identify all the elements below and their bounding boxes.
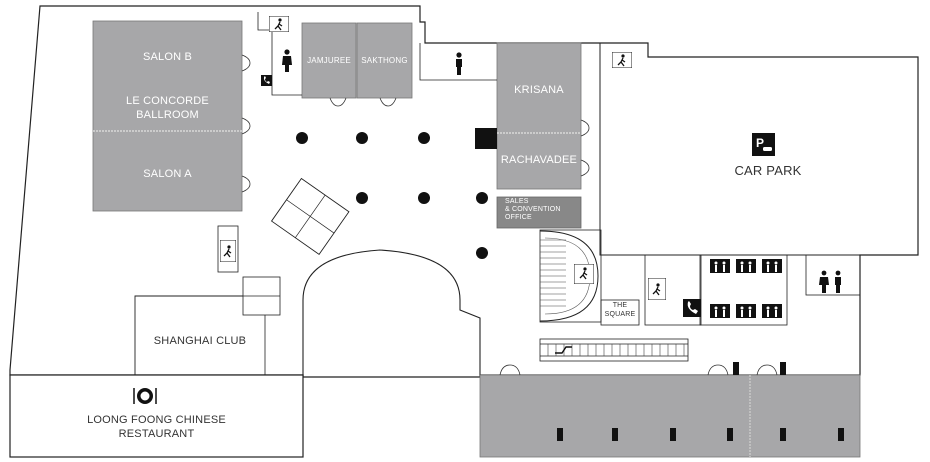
parking-icon: P [752, 133, 775, 156]
emergency-exit-icon [612, 52, 632, 68]
lower-hall [479, 374, 861, 458]
le-concorde-label: LE CONCORDE [126, 95, 209, 107]
jamjuree-room[interactable] [301, 22, 357, 99]
sales-office-room[interactable] [496, 196, 582, 229]
shanghai-club-label: SHANGHAI CLUB [153, 335, 247, 347]
restroom-icon [456, 52, 462, 75]
escalator [539, 338, 689, 362]
emergency-exit-icon [269, 16, 289, 32]
jamjuree-label: JAMJUREE [307, 56, 351, 65]
elevator-icon [710, 304, 782, 318]
svg-text:P: P [756, 136, 764, 150]
ballroom-room[interactable] [92, 20, 243, 212]
krisana-room[interactable] [496, 42, 582, 190]
elevator-bank[interactable] [270, 177, 350, 255]
car-park-label: CAR PARK [734, 163, 802, 178]
emergency-exit-icon [574, 264, 594, 284]
restroom-icon [282, 49, 292, 72]
rachavadee-label: RACHAVADEE [500, 154, 578, 166]
salon-a-label: SALON A [143, 168, 192, 180]
sakthong-label: SAKTHONG [361, 56, 408, 65]
emergency-exit-icon [220, 240, 236, 262]
restroom-icon [819, 270, 841, 293]
phone-icon [683, 299, 701, 317]
sakthong-room[interactable] [356, 22, 413, 99]
phone-icon [261, 75, 272, 86]
emergency-exit-icon [648, 278, 666, 300]
restaurant-icon [133, 388, 157, 404]
salon-b-label: SALON B [142, 51, 193, 63]
ballroom-label: BALLROOM [136, 109, 199, 121]
krisana-label: KRISANA [514, 84, 564, 96]
elevator-icon [710, 259, 782, 273]
